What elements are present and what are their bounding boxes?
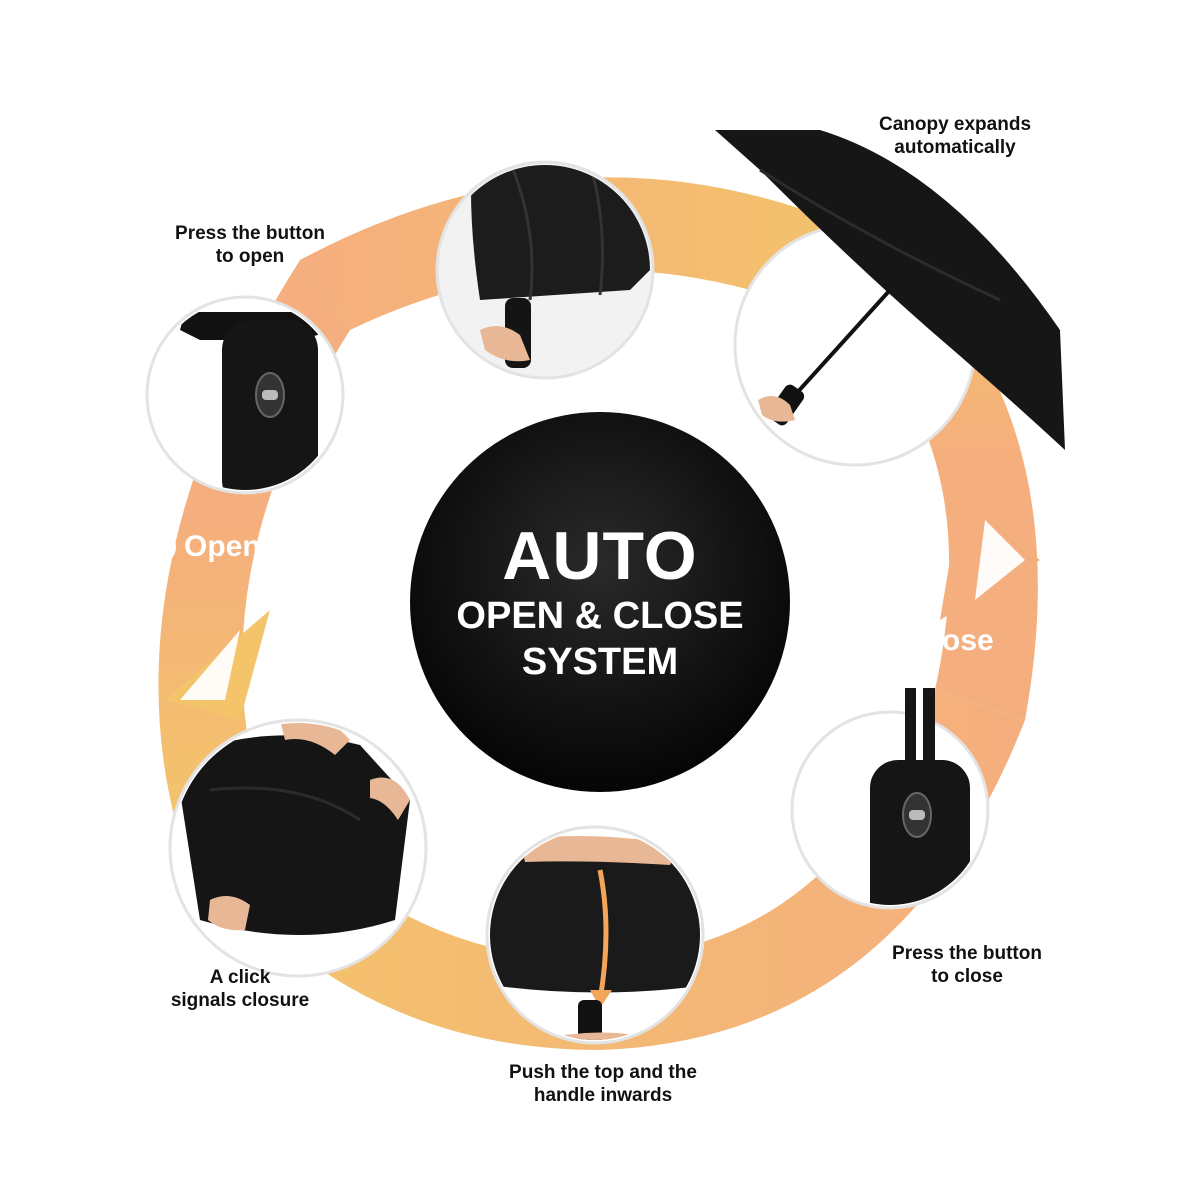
step-open-label: 1 Open [142,530,261,564]
caption-click-line2: signals closure [170,990,310,1011]
caption-press-open-line2: to open [215,246,285,267]
caption-canopy: Canopy expands automatically [840,113,1070,159]
caption-press-close: Press the button to close [852,942,1082,988]
caption-click-line1: A click [209,967,271,988]
step-close-label: 2 Close [870,624,994,658]
caption-push-line2: handle inwards [533,1085,673,1106]
push-top-handle-photo [485,825,705,1045]
caption-press-close-line1: Press the button [892,943,1042,964]
umbrella-opening-photo [435,160,655,380]
caption-press-open: Press the button to open [135,222,365,268]
caption-press-close-line2: to close [931,966,1003,987]
caption-push-line1: Push the top and the [509,1062,697,1083]
title-line-open-close: OPEN & CLOSE [456,595,744,637]
canopy-expanded-photo [715,130,1065,467]
center-title: AUTO OPEN & CLOSE SYSTEM [410,412,790,792]
step-open-number: 1 [142,530,176,564]
step-close-text: Close [912,624,994,657]
caption-click: A click signals closure [125,966,355,1012]
step-open-text: Open [184,530,261,563]
title-line-auto: AUTO [502,518,698,594]
title-line-system: SYSTEM [521,641,679,683]
ring-segment-bottom [175,690,1025,1050]
step-close-number: 2 [870,624,904,658]
caption-press-open-line1: Press the button [175,223,325,244]
caption-canopy-line1: Canopy expands [878,114,1032,135]
click-closure-photo [168,718,428,978]
press-button-close-photo [790,688,990,910]
press-button-open-photo [145,295,345,495]
caption-push: Push the top and the handle inwards [468,1061,738,1107]
caption-canopy-line2: automatically [894,137,1016,158]
ring-notch-left [180,630,240,700]
ring-notch-right [975,520,1025,600]
center-disc [410,412,790,792]
